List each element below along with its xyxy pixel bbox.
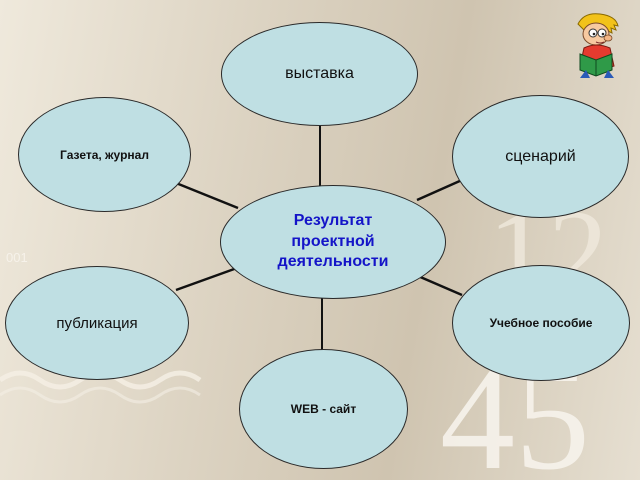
connector-bottom-right bbox=[417, 274, 463, 297]
reading-boy-mascot-icon bbox=[577, 13, 619, 78]
node-bottom-left-label: публикация bbox=[56, 314, 138, 332]
node-center: Результат проектной деятельности bbox=[220, 185, 446, 299]
connector-bottom-left bbox=[175, 266, 238, 292]
node-bottom-right: Учебное пособие bbox=[452, 265, 630, 381]
node-top: выставка bbox=[221, 22, 418, 126]
node-top-label: выставка bbox=[285, 65, 354, 82]
node-top-right-label: сценарий bbox=[505, 147, 576, 165]
connector-top-right bbox=[416, 178, 463, 202]
node-bottom-right-label: Учебное пособие bbox=[489, 316, 593, 330]
node-bottom-label: WEB - сайт bbox=[290, 402, 357, 416]
node-center-label: Результат проектной деятельности bbox=[277, 211, 389, 271]
node-bottom: WEB - сайт bbox=[239, 349, 408, 469]
node-bottom-left: публикация bbox=[5, 266, 189, 380]
connector-top-left bbox=[175, 181, 239, 210]
background-number: 001 bbox=[6, 250, 28, 265]
node-top-left: Газета, журнал bbox=[18, 97, 191, 212]
node-top-left-label: Газета, журнал bbox=[60, 147, 149, 162]
node-top-right: сценарий bbox=[452, 95, 629, 218]
